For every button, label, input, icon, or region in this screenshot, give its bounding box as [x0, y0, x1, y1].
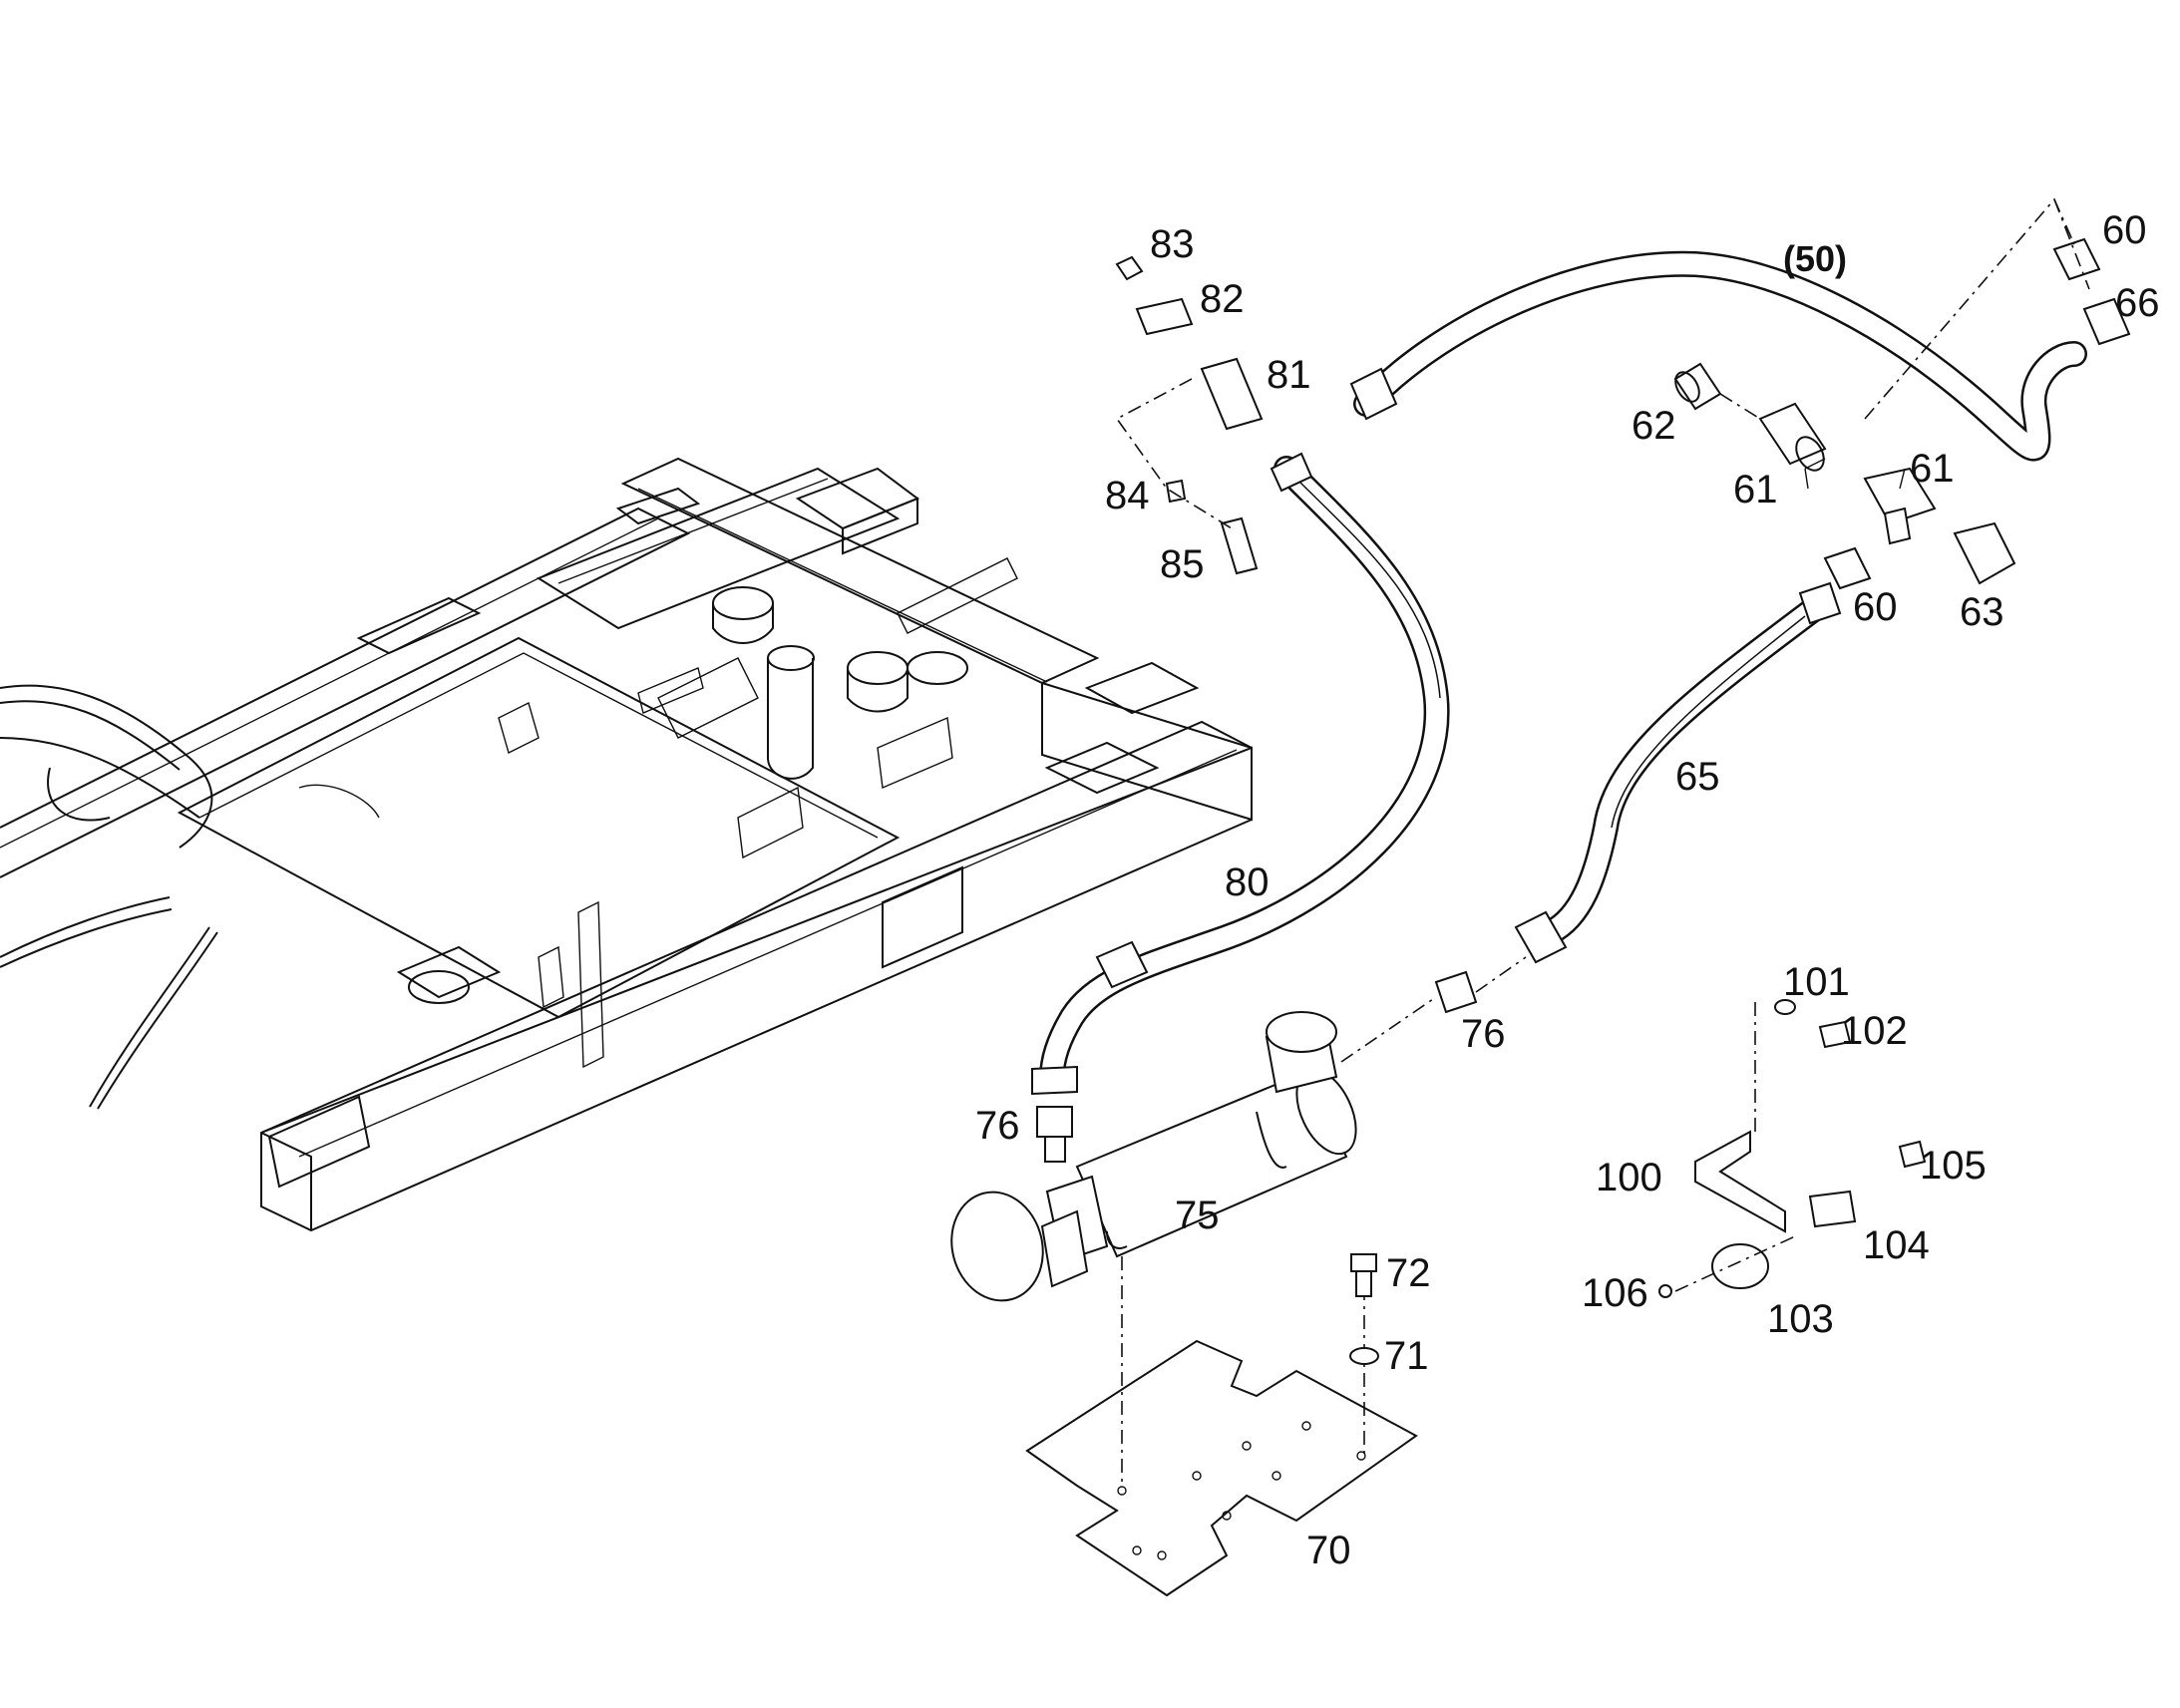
callout-80: 80 [1225, 860, 1270, 904]
callout-61-left: 61 [1733, 468, 1778, 512]
callout-66: 66 [2115, 281, 2160, 325]
callout-62: 62 [1632, 404, 1676, 448]
part-101 [1774, 999, 1796, 1015]
callout-82: 82 [1200, 277, 1245, 321]
part-83 [1115, 255, 1144, 281]
part-105 [1898, 1140, 1927, 1169]
fitting-61-tee [1863, 467, 1937, 545]
callout-65: 65 [1675, 755, 1720, 799]
callout-63: 63 [1960, 590, 2004, 634]
callout-81: 81 [1267, 353, 1311, 397]
part-82 [1135, 297, 1194, 336]
callout-85: 85 [1160, 542, 1205, 586]
washer-71 [1349, 1347, 1379, 1365]
callout-71: 71 [1384, 1334, 1429, 1378]
part-103 [1711, 1243, 1769, 1289]
part-102 [1818, 1020, 1852, 1049]
fitting-62 [1673, 362, 1722, 411]
hose-assembly-50 [1349, 250, 2087, 462]
callout-83: 83 [1150, 222, 1195, 266]
dashline-76b [1475, 956, 1527, 993]
fitting-66 [2082, 297, 2131, 346]
part-85 [1220, 516, 1259, 575]
fitting-60-lower [1823, 546, 1872, 590]
fitting-76-right [1434, 970, 1478, 1014]
callout-106: 106 [1582, 1271, 1648, 1315]
dashline-66 [2053, 198, 2090, 290]
bracket-group [1658, 999, 1927, 1298]
callout-103: 103 [1767, 1297, 1834, 1341]
callout-75: 75 [1175, 1194, 1220, 1237]
callout-50: (50) [1783, 238, 1847, 279]
callout-84: 84 [1105, 474, 1150, 517]
dashline-76 [1340, 996, 1437, 1063]
callout-labels: (50) 60 66 83 82 81 84 85 62 61 61 60 63… [975, 208, 2160, 1572]
plate-70 [1025, 1339, 1418, 1597]
part-104 [1808, 1190, 1857, 1228]
callout-100: 100 [1596, 1156, 1662, 1199]
callout-76-left: 76 [975, 1104, 1020, 1148]
callout-105: 105 [1920, 1144, 1987, 1188]
callout-102: 102 [1841, 1009, 1908, 1053]
callout-60-upper: 60 [2102, 208, 2147, 252]
hose-65 [1514, 581, 1842, 964]
callout-70: 70 [1306, 1529, 1351, 1572]
sensor-group [1115, 255, 1264, 575]
callout-72: 72 [1386, 1251, 1431, 1295]
callout-60-lower: 60 [1853, 585, 1898, 629]
callout-101: 101 [1783, 960, 1850, 1004]
bolt-72 [1350, 1253, 1377, 1297]
callout-104: 104 [1863, 1223, 1930, 1267]
hose-80 [1031, 452, 1450, 1096]
fitting-76-left [1036, 1106, 1073, 1163]
part-106 [1658, 1284, 1672, 1298]
part-100 [1694, 1130, 1786, 1233]
fitting-63-elbow [1953, 521, 2016, 585]
leader-lines [1804, 458, 1906, 490]
dashline-62 [1719, 393, 1761, 420]
chassis-frame [0, 457, 1253, 1232]
fitting-61-straight [1758, 402, 1827, 472]
part-81 [1200, 357, 1264, 431]
cooler-75 [950, 1011, 1357, 1302]
callout-76-right: 76 [1461, 1012, 1506, 1056]
callout-61-right: 61 [1910, 447, 1955, 491]
